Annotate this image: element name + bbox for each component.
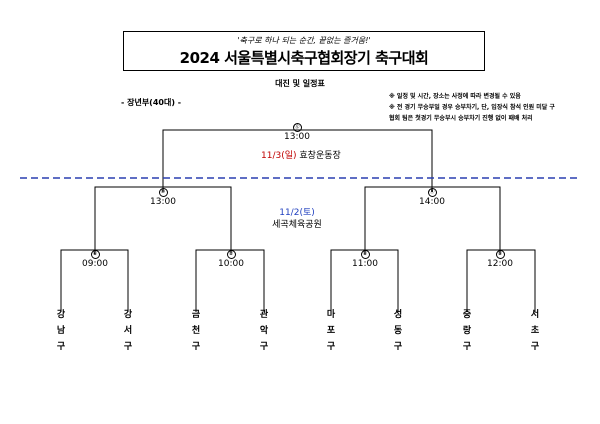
- team-char: 구: [56, 342, 66, 352]
- page-title: 2024 서울특별시축구협회장기 축구대회: [179, 49, 429, 67]
- team-char: 랑: [462, 326, 472, 336]
- match-time: 14:00: [419, 197, 445, 207]
- note-line: ※ 전 경기 무승부일 경우 승부차기, 단, 입장식 참석 인원 미달 구: [389, 104, 555, 111]
- day1-date: 11/2(토): [279, 208, 315, 218]
- match-number-badge: ⑧: [360, 250, 370, 259]
- note-line: ※ 일정 및 시간, 장소는 사정에 따라 변경될 수 있음: [389, 93, 521, 100]
- team-name: 중 랑 구: [460, 307, 474, 355]
- team-char: 포: [326, 326, 336, 336]
- final-venue: 11/3(일) 효창운동장: [261, 148, 341, 161]
- match-time: 13:00: [284, 132, 310, 142]
- quarterfinal-match: ⑨ 12:00: [470, 248, 530, 269]
- team-char: 성: [393, 310, 403, 320]
- team-char: 강: [56, 310, 66, 320]
- match-number-badge: ⑨: [495, 250, 505, 259]
- semifinal-match: ⑩ 13:00: [133, 186, 193, 207]
- final-date: 11/3(일): [261, 151, 297, 161]
- day1-venue-name: 세곡체육공원: [272, 220, 322, 230]
- team-char: 구: [462, 342, 472, 352]
- quarterfinal-match: ⑧ 11:00: [335, 248, 395, 269]
- division-label: - 장년부(40대) -: [121, 98, 182, 107]
- note-line: 협회 팀은 첫경기 무승부시 승부차기 진행 없이 패배 처리: [389, 115, 533, 122]
- title-box: '축구로 하나 되는 순간, 끝없는 즐거움!' 2024 서울특별시축구협회장…: [123, 31, 485, 71]
- team-char: 서: [123, 326, 133, 336]
- team-name: 관 악 구: [257, 307, 271, 355]
- team-char: 강: [123, 310, 133, 320]
- team-name: 금 천 구: [189, 307, 203, 355]
- match-time: 10:00: [218, 259, 244, 269]
- semifinal-match: ⑪ 14:00: [402, 186, 462, 207]
- semifinal-right-bracket-line: [364, 186, 501, 255]
- team-name: 강 서 구: [121, 307, 135, 355]
- team-char: 구: [123, 342, 133, 352]
- final-match: ⑫ 13:00: [267, 121, 327, 142]
- team-char: 구: [259, 342, 269, 352]
- match-number-badge: ⑩: [158, 188, 168, 197]
- team-char: 초: [530, 326, 540, 336]
- team-name: 강 남 구: [54, 307, 68, 355]
- team-char: 악: [259, 326, 269, 336]
- page-subtitle: 대진 및 일정표: [275, 79, 325, 88]
- notes: ※ 일정 및 시간, 장소는 사정에 따라 변경될 수 있음 ※ 전 경기 무승…: [389, 91, 589, 124]
- team-name: 마 포 구: [324, 307, 338, 355]
- final-venue-name: 효창운동장: [299, 151, 341, 161]
- team-char: 마: [326, 310, 336, 320]
- team-char: 동: [393, 326, 403, 336]
- team-char: 금: [191, 310, 201, 320]
- slogan: '축구로 하나 되는 순간, 끝없는 즐거움!': [237, 36, 371, 45]
- team-char: 구: [191, 342, 201, 352]
- match-time: 11:00: [352, 259, 378, 269]
- match-number-badge: ⑥: [90, 250, 100, 259]
- quarterfinal-match: ⑦ 10:00: [201, 248, 261, 269]
- team-name: 서 초 구: [528, 307, 542, 355]
- match-number-badge: ⑦: [226, 250, 236, 259]
- semifinal-left-bracket-line: [94, 186, 232, 255]
- team-char: 중: [462, 310, 472, 320]
- team-char: 남: [56, 326, 66, 336]
- team-char: 구: [393, 342, 403, 352]
- match-time: 09:00: [82, 259, 108, 269]
- team-char: 서: [530, 310, 540, 320]
- team-char: 천: [191, 326, 201, 336]
- team-name: 성 동 구: [391, 307, 405, 355]
- team-char: 관: [259, 310, 269, 320]
- quarterfinal-match: ⑥ 09:00: [65, 248, 125, 269]
- match-time: 12:00: [487, 259, 513, 269]
- day1-venue: 11/2(토) 세곡체육공원: [257, 207, 337, 231]
- match-number-badge: ⑪: [427, 188, 437, 197]
- team-char: 구: [326, 342, 336, 352]
- team-char: 구: [530, 342, 540, 352]
- match-time: 13:00: [150, 197, 176, 207]
- match-number-badge: ⑫: [292, 123, 302, 132]
